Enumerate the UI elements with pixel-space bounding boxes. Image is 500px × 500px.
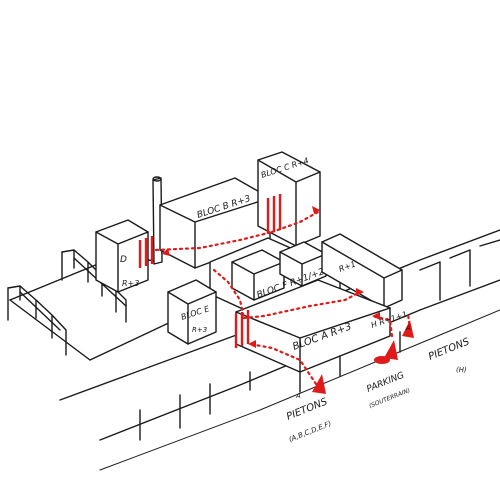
bloc-e bbox=[167, 279, 217, 345]
pietons-left-label: PIETONS bbox=[285, 396, 330, 423]
red-cores bbox=[138, 194, 282, 348]
bloc-d-label: D bbox=[120, 255, 127, 265]
parking-marker bbox=[384, 340, 398, 360]
pietons-right-label: PIETONS bbox=[427, 336, 472, 363]
bloc-d-level: R+3 bbox=[122, 279, 139, 288]
red-arrowheads bbox=[162, 206, 380, 348]
pietons-left-sub: (A,B,C,D,E,F) bbox=[288, 419, 333, 443]
bloc-d bbox=[95, 219, 149, 293]
car-icon bbox=[374, 356, 390, 364]
pietons-right-sub: (H) bbox=[456, 366, 467, 374]
street-facades bbox=[139, 239, 500, 441]
bloc-b bbox=[159, 177, 271, 269]
entrance-markers bbox=[312, 320, 414, 394]
bloc-e-level: R+3 bbox=[192, 326, 207, 334]
marker-a-left: A bbox=[295, 392, 301, 400]
pietons-left-marker bbox=[312, 374, 326, 394]
bloc-h bbox=[321, 233, 403, 309]
pietons-right-marker bbox=[402, 320, 414, 338]
marker-a-right: A bbox=[405, 324, 411, 332]
